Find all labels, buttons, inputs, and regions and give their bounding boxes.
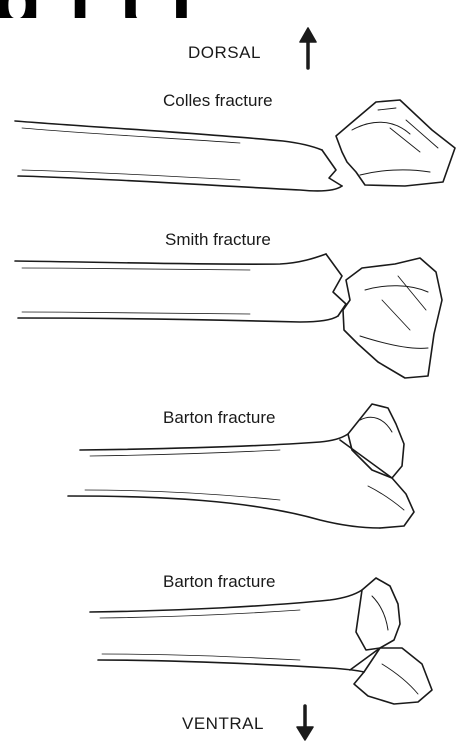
- barton-volar-fracture-drawing: [90, 578, 432, 704]
- smith-fracture-drawing: [15, 254, 442, 378]
- ventral-arrow-icon: [297, 706, 313, 740]
- dorsal-arrow-icon: [300, 28, 316, 68]
- barton-dorsal-fracture-drawing: [68, 404, 414, 528]
- colles-fracture-drawing: [15, 100, 455, 191]
